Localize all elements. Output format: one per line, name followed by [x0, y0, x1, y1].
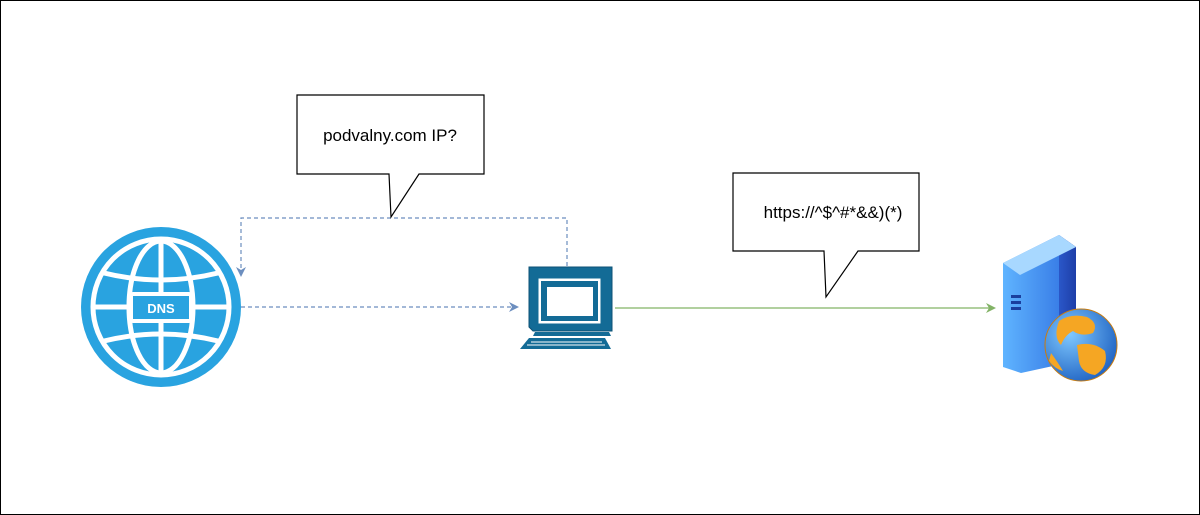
- callout-https-request-text: https://^$^#*&&)(*): [764, 203, 903, 222]
- dns-label: DNS: [147, 301, 175, 316]
- callout-dns-query: podvalny.com IP?: [296, 94, 485, 219]
- web-server-icon: [1003, 235, 1118, 382]
- dns-globe-icon: DNS: [81, 227, 241, 387]
- callout-https-request: https://^$^#*&&)(*): [732, 172, 920, 299]
- callout-dns-query-text: podvalny.com IP?: [323, 126, 457, 145]
- computer-icon: [520, 266, 613, 349]
- edge-client-to-dns: [236, 217, 568, 277]
